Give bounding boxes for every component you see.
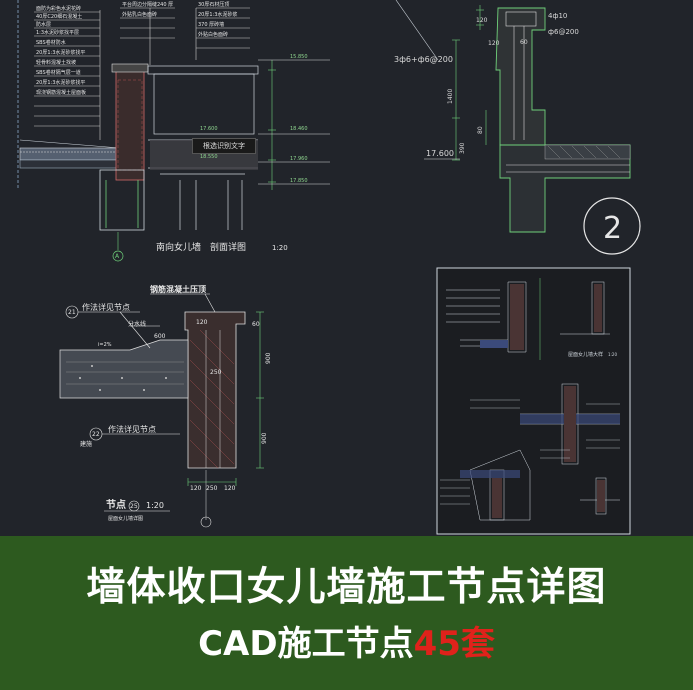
level-label: 17.600 (200, 126, 218, 132)
subtitle-prefix: CAD施工节点 (198, 624, 414, 664)
level-label: 建施 (80, 440, 92, 448)
note-text: SBS卷材防水 (36, 39, 66, 46)
note-text: 分水线 (128, 320, 146, 328)
note-text: 防水层 (36, 21, 51, 28)
title-banner: 墙体收口女儿墙施工节点详图 CAD施工节点45套 (0, 536, 693, 690)
dimension-text: 1400 (447, 89, 454, 104)
banner-title: 墙体收口女儿墙施工节点详图 (86, 565, 607, 610)
dimension-text: 60 (252, 321, 260, 328)
note-text: 370 厚砖墙 (198, 21, 224, 28)
dimension-text: 120 (190, 485, 202, 492)
note-text: 作法详见节点 (82, 302, 130, 312)
dimension-text: 120 (476, 17, 488, 24)
dimension-text: 600 (154, 333, 166, 340)
subtitle-count: 45套 (413, 624, 495, 664)
note-index: 22 (92, 431, 100, 438)
drawing-subcaption: 屋面女儿墙详图 (108, 515, 143, 522)
banner-subtitle: CAD施工节点45套 (0, 616, 693, 665)
parapet-sheet-thumbnail: 屋面女儿墙大样 1:20 (436, 267, 631, 535)
note-text: 20厚1:3水泥砂浆 (198, 11, 237, 18)
note-text: 轻骨料混凝土找坡 (36, 59, 76, 66)
cad-drawing-sheet: 面防为彩色水泥花砖 40厚C20细石混凝土 防水层 1:3水泥砂浆找平层 SBS… (17, 0, 641, 535)
level-label: 17.850 (290, 178, 308, 184)
recognize-text-tooltip: 根选识别文字 (192, 138, 256, 154)
dimension-text: 250 (206, 485, 218, 492)
note-text: 外贴乳白色面砖 (122, 11, 157, 18)
note-text: 1:3水泥砂浆找平层 (36, 29, 79, 36)
dimension-text: 900 (265, 352, 272, 364)
parapet-coping-detail: 钢筋混凝土压顶 (59, 284, 272, 528)
rebar-label: ф6@200 (548, 28, 579, 36)
drawing-scale: 1:20 (272, 244, 288, 252)
drawing-scale: 1:20 (146, 501, 164, 510)
node-index: 25 (130, 503, 138, 510)
drawing-caption: 南向女儿墙 剖面详图 (156, 241, 246, 253)
drawing-caption: 屋面女儿墙大样 (568, 351, 603, 358)
note-text: 平台周边分隔缝240 厚 (122, 1, 173, 8)
note-text: 现浇钢筋混凝土屋面板 (36, 89, 86, 96)
note-text: 20厚1:3水泥砂浆找平 (36, 49, 85, 56)
note-text: SBS卷材隔气层一道 (36, 69, 81, 76)
drawing-scale: 1:20 (608, 352, 617, 357)
grid-marker: A (115, 253, 120, 260)
level-label: 17.960 (290, 156, 308, 162)
dimension-text: 120 (224, 485, 236, 492)
slope-label: i=2% (98, 342, 112, 348)
note-text: 作法详见节点 (108, 424, 156, 434)
node-label: 节点 (106, 498, 126, 511)
detail-title: 钢筋混凝土压顶 (150, 284, 206, 294)
level-label: 17.600 (426, 149, 454, 158)
rebar-label: 4ф10 (548, 12, 567, 20)
parapet-rebar-detail: 4ф10 ф6@200 3ф6+ф6@200 120 120 60 1400 3… (394, 0, 641, 255)
level-label: 18.550 (200, 154, 218, 160)
rebar-label: 3ф6+ф6@200 (394, 55, 453, 64)
dimension-text: 120 (196, 319, 208, 326)
dimension-text: 60 (520, 39, 528, 46)
note-text: 外贴白色面砖 (198, 31, 228, 38)
dimension-text: 120 (488, 40, 500, 47)
dimension-text: 250 (210, 369, 222, 376)
note-text: 40厚C20细石混凝土 (36, 13, 82, 20)
level-label: 18.460 (290, 126, 308, 132)
dimension-text: 390 (459, 142, 466, 154)
dimension-text: 900 (261, 432, 268, 444)
note-index: 21 (68, 309, 76, 316)
detail-number: 2 (603, 211, 622, 246)
note-text: 30厚石材压顶 (198, 1, 229, 8)
note-text: 面防为彩色水泥花砖 (36, 5, 81, 12)
note-text: 20厚1:3水泥砂浆找平 (36, 79, 85, 86)
parapet-section-detail-south: 面防为彩色水泥花砖 40厚C20细石混凝土 防水层 1:3水泥砂浆找平层 SBS… (17, 0, 330, 262)
level-label: 15.850 (290, 54, 308, 60)
dimension-text: 80 (477, 126, 484, 134)
